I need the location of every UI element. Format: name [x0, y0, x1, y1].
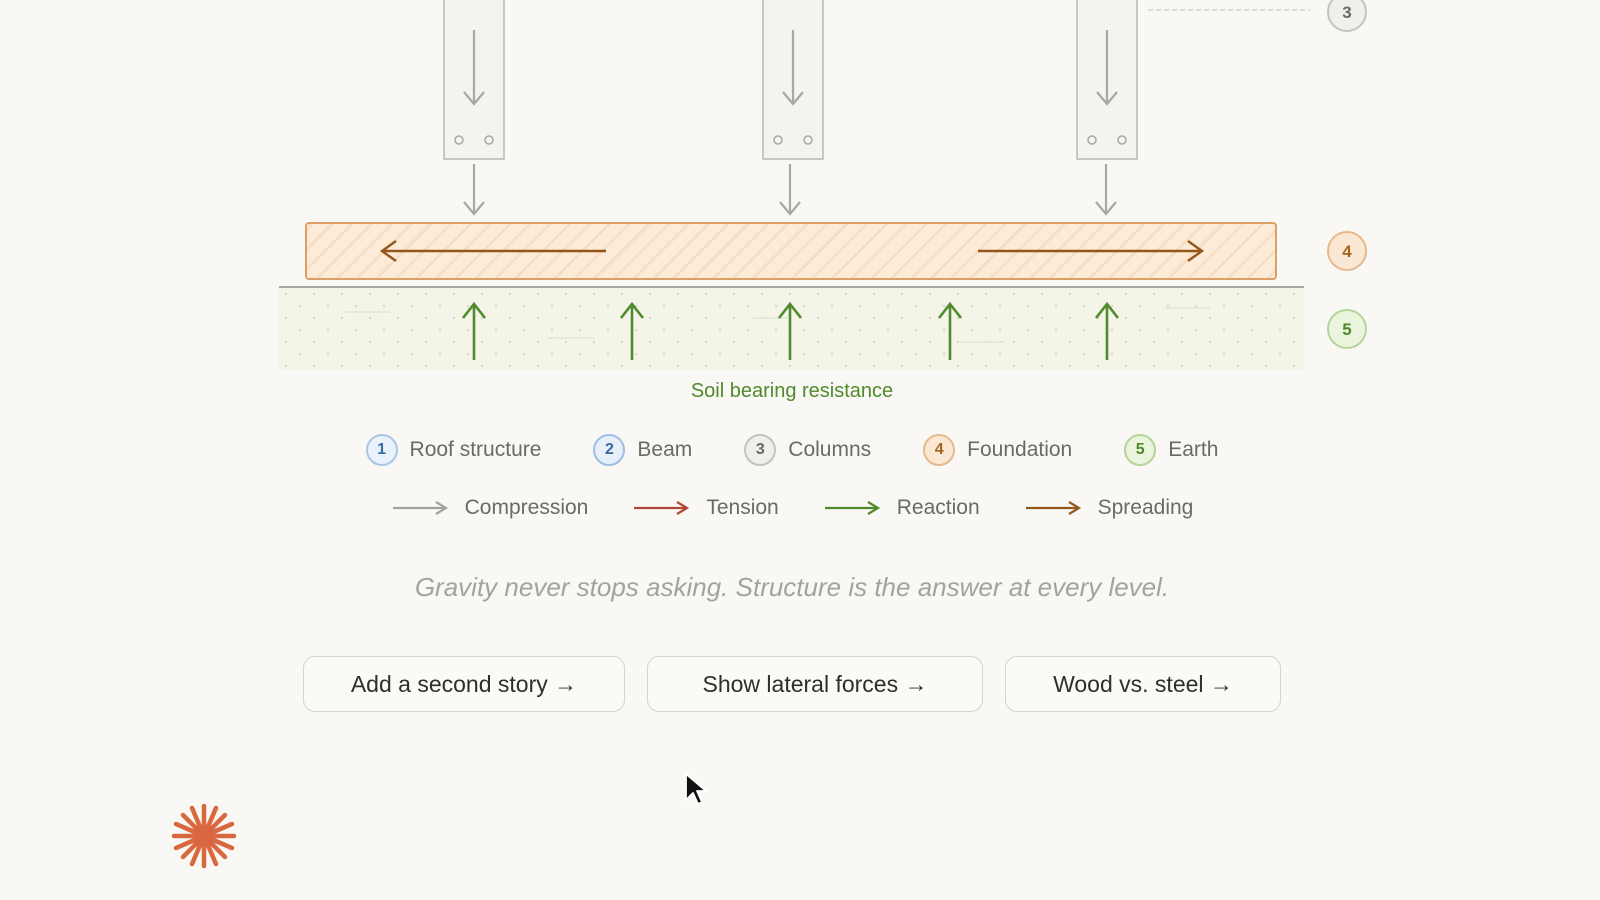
force-legend: Compression Tension Reaction Spreading: [0, 496, 1584, 520]
svg-text:4: 4: [1342, 242, 1352, 261]
action-buttons: Add a second story → Show lateral forces…: [0, 656, 1584, 712]
legend-label: Roof structure: [409, 438, 542, 461]
force-legend-label: Tension: [706, 496, 779, 519]
column-right: [1076, 0, 1138, 160]
legend-item-beam[interactable]: 2 Beam: [593, 434, 692, 466]
side-badge-foundation[interactable]: 4: [1327, 231, 1367, 271]
force-legend-label: Compression: [464, 496, 589, 519]
spreading-arrow-icon: [1025, 501, 1081, 515]
side-badge-earth[interactable]: 5: [1327, 309, 1367, 349]
legend-label: Earth: [1168, 438, 1219, 461]
badge-5: 5: [1124, 434, 1157, 466]
badge-3: 3: [744, 434, 777, 466]
legend-label: Beam: [637, 438, 693, 461]
legend-item-foundation[interactable]: 4 Foundation: [923, 434, 1072, 466]
force-legend-tension: Tension: [632, 496, 779, 520]
structure-diagram: 3 4 5: [279, 0, 1367, 370]
legend-label: Columns: [788, 438, 872, 461]
badge-4: 4: [923, 434, 956, 466]
force-legend-spreading: Spreading: [1024, 496, 1194, 520]
legend-label: Foundation: [967, 438, 1073, 461]
tagline: Gravity never stops asking. Structure is…: [414, 572, 1170, 602]
asterisk-logo-icon: [171, 803, 237, 869]
cursor-arrow-icon: [685, 773, 707, 805]
reaction-arrows: [461, 301, 1120, 360]
legend-item-earth[interactable]: 5 Earth: [1124, 434, 1218, 466]
column-left: [443, 0, 505, 160]
svg-text:5: 5: [1342, 320, 1351, 339]
compression-arrows: [463, 164, 1117, 216]
column-middle: [762, 0, 824, 160]
legend-item-columns[interactable]: 3 Columns: [744, 434, 871, 466]
badge-2: 2: [593, 434, 626, 466]
force-legend-label: Reaction: [896, 496, 980, 519]
foundation: [305, 222, 1277, 280]
component-legend: 1 Roof structure 2 Beam 3 Columns 4 Foun…: [0, 434, 1584, 466]
force-legend-label: Spreading: [1097, 496, 1194, 519]
reaction-arrow-icon: [824, 501, 880, 515]
soil-bearing-label: Soil bearing resistance: [690, 380, 894, 402]
legend-item-roof[interactable]: 1 Roof structure: [365, 434, 542, 466]
wood-vs-steel-button[interactable]: Wood vs. steel →: [1005, 656, 1281, 712]
svg-text:3: 3: [1342, 3, 1351, 22]
show-lateral-forces-button[interactable]: Show lateral forces →: [647, 656, 983, 712]
tension-arrow-icon: [634, 501, 690, 515]
compression-arrow-icon: [392, 501, 448, 515]
force-legend-compression: Compression: [391, 496, 589, 520]
badge-1: 1: [365, 434, 398, 466]
force-legend-reaction: Reaction: [823, 496, 980, 520]
add-second-story-button[interactable]: Add a second story →: [303, 656, 625, 712]
side-badge-columns[interactable]: 3: [1327, 0, 1367, 32]
